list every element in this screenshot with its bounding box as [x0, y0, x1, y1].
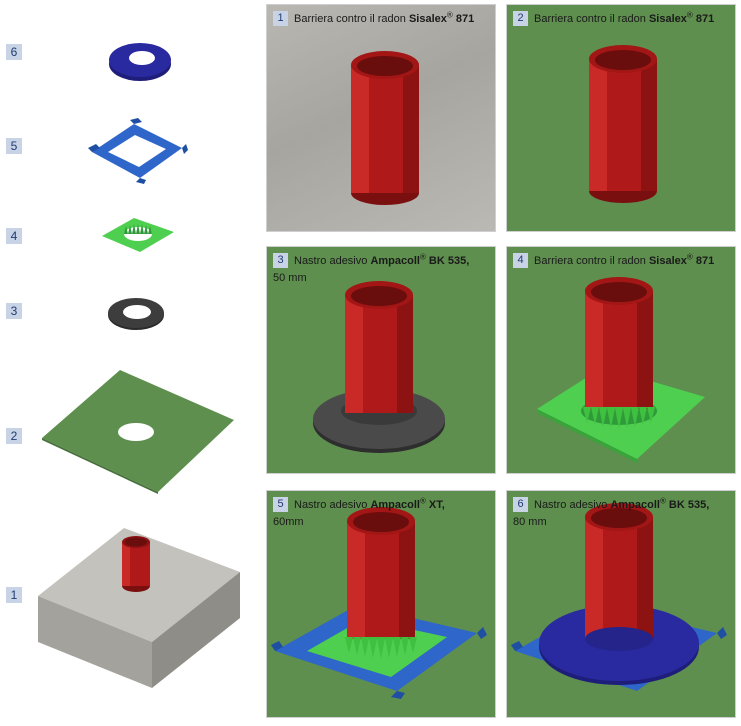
panel-2-pipe-illustration: [589, 45, 657, 203]
panel-6: 6 Nastro adesivo Ampacoll® BK 535, 80 mm: [506, 490, 736, 718]
panel-6-registered-mark: ®: [659, 496, 666, 506]
panel-5-registered-mark: ®: [419, 496, 426, 506]
panel-5: 5 Nastro adesivo Ampacoll® XT, 60mm: [266, 490, 496, 718]
panel-2-brand: Sisalex: [648, 13, 687, 25]
panel-3-pipe-illustration: [313, 281, 445, 453]
layer-badge-6: 6: [6, 44, 22, 60]
panel-2: 2 Barriera contro il radon Sisalex® 871: [506, 4, 736, 232]
panel-6-caption-prefix: Nastro adesivo: [534, 499, 611, 511]
panel-5-pipe-illustration: [271, 507, 487, 699]
panel-3-registered-mark: ®: [419, 252, 426, 262]
panel-4-number: 4: [513, 253, 528, 268]
layer-badge-4: 4: [6, 228, 22, 244]
panel-6-brand: Ampacoll: [610, 499, 660, 511]
panel-6-caption: 6 Nastro adesivo Ampacoll® BK 535, 80 mm: [513, 497, 731, 531]
layer-badge-2: 2: [6, 428, 22, 444]
panel-5-number: 5: [273, 497, 288, 512]
layer-badge-1: 1: [6, 587, 22, 603]
panel-3-product: BK 535,: [425, 255, 470, 267]
panel-4-pipe-illustration: [537, 277, 705, 463]
panel-3-caption: 3 Nastro adesivo Ampacoll® BK 535, 50 mm: [273, 253, 491, 287]
panel-1-caption: 1 Barriera contro il radon Sisalex® 871: [273, 11, 491, 28]
layer-1-concrete-with-pipe: [38, 528, 240, 688]
panel-1-pipe-illustration: [351, 51, 419, 205]
panel-3: 3 Nastro adesivo Ampacoll® BK 535, 50 mm: [266, 246, 496, 474]
panel-3-number: 3: [273, 253, 288, 268]
panel-4-registered-mark: ®: [686, 252, 693, 262]
layer-3-dark-ring: [108, 298, 164, 330]
panel-4: 4 Barriera contro il radon Sisalex® 871: [506, 246, 736, 474]
panel-5-caption-line2: 60mm: [273, 516, 304, 528]
panel-4-product: 871: [692, 255, 715, 267]
layer-badge-5: 5: [6, 138, 22, 154]
panel-5-caption: 5 Nastro adesivo Ampacoll® XT, 60mm: [273, 497, 491, 531]
panel-5-brand: Ampacoll: [370, 499, 420, 511]
panel-6-product: BK 535,: [665, 499, 710, 511]
layer-2-membrane: [42, 370, 234, 494]
panel-2-product: 871: [692, 13, 715, 25]
panel-3-caption-line2: 50 mm: [273, 272, 307, 284]
panel-3-brand: Ampacoll: [370, 255, 420, 267]
panel-3-caption-prefix: Nastro adesivo: [294, 255, 371, 267]
panel-6-pipe-illustration: [511, 503, 727, 691]
panel-4-brand: Sisalex: [648, 255, 687, 267]
panel-6-caption-line2: 80 mm: [513, 516, 547, 528]
panel-1-caption-prefix: Barriera contro il radon: [294, 13, 409, 25]
panel-4-caption-prefix: Barriera contro il radon: [534, 255, 649, 267]
layer-6-navy-ring: [109, 43, 171, 81]
panel-5-caption-prefix: Nastro adesivo: [294, 499, 371, 511]
panel-1-brand: Sisalex: [408, 13, 447, 25]
panel-6-number: 6: [513, 497, 528, 512]
panel-4-caption: 4 Barriera contro il radon Sisalex® 871: [513, 253, 731, 270]
panel-2-caption: 2 Barriera contro il radon Sisalex® 871: [513, 11, 731, 28]
panel-5-product: XT,: [425, 499, 445, 511]
layer-4-green-cuff: [102, 218, 174, 252]
panel-2-registered-mark: ®: [686, 10, 693, 20]
panel-2-number: 2: [513, 11, 528, 26]
panel-1: 1 Barriera contro il radon Sisalex® 871: [266, 4, 496, 232]
panel-1-product: 871: [452, 13, 475, 25]
panel-1-number: 1: [273, 11, 288, 26]
panel-2-caption-prefix: Barriera contro il radon: [534, 13, 649, 25]
layer-badge-3: 3: [6, 303, 22, 319]
layer-5-blue-tape-frame: [88, 118, 188, 184]
panel-1-registered-mark: ®: [446, 10, 453, 20]
